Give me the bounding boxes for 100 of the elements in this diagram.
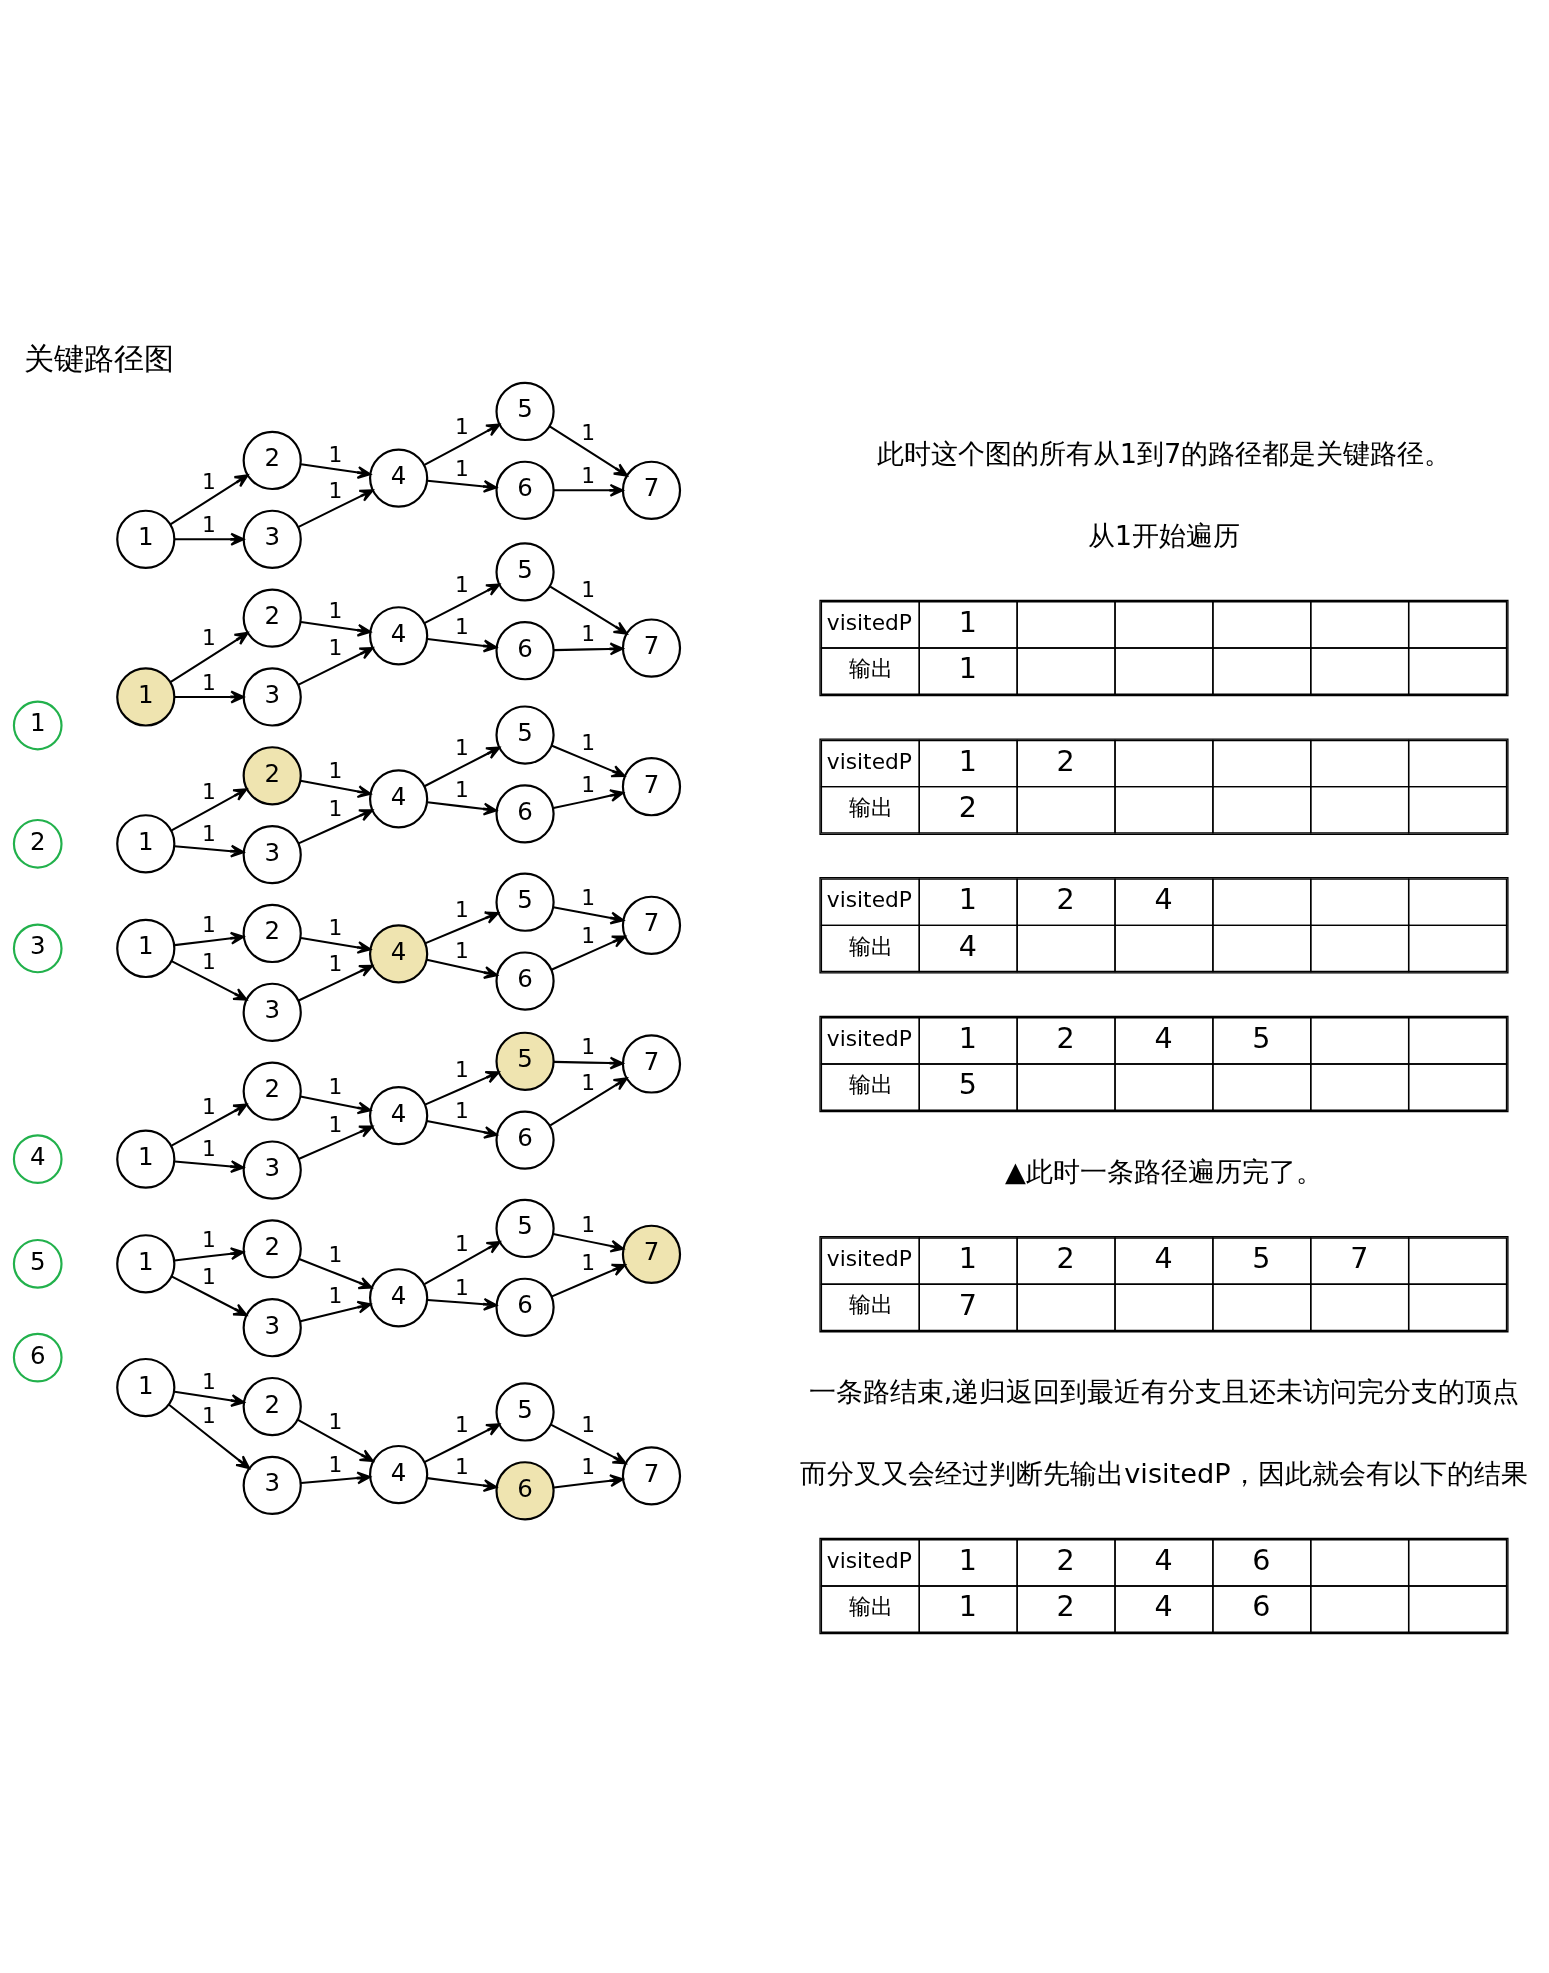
label: 输出	[848, 794, 893, 820]
edge-label: 1	[202, 669, 216, 695]
edge-label: 1	[581, 419, 596, 445]
edge-label: 1	[581, 620, 596, 646]
edge-label: 1	[581, 1250, 596, 1276]
label: 2	[1056, 1590, 1075, 1624]
label: 2	[1056, 1022, 1075, 1056]
edge-label: 1	[202, 1136, 216, 1162]
edge-label: 1	[202, 1402, 216, 1428]
edge-label: 1	[454, 735, 469, 761]
label: ▲此时一条路径遍历完了。	[1005, 1155, 1323, 1187]
label: 1	[958, 744, 977, 778]
label: 5	[958, 1068, 977, 1102]
edge-label: 1	[328, 758, 343, 784]
label: 5	[1252, 1242, 1271, 1276]
label: 4	[1154, 883, 1173, 917]
label: 4	[1154, 1242, 1173, 1276]
edge-label: 1	[581, 1212, 596, 1238]
label: 输出	[848, 656, 893, 682]
label: visitedP	[826, 1246, 912, 1272]
edge-label: 1	[581, 922, 596, 948]
label: 1	[958, 1242, 977, 1276]
edge-label: 1	[581, 729, 596, 755]
edge-label: 1	[328, 478, 343, 504]
edge-label: 1	[328, 1409, 343, 1435]
edge-label: 1	[202, 1263, 216, 1289]
label: 输出	[848, 1072, 893, 1098]
edge-label: 1	[202, 911, 216, 937]
edge-label: 1	[328, 914, 343, 940]
label: 2	[1056, 744, 1075, 778]
label: 2	[1056, 1544, 1075, 1578]
label: 6	[1252, 1590, 1271, 1624]
label: visitedP	[826, 887, 912, 913]
label: 4	[1154, 1590, 1173, 1624]
edge-label: 1	[202, 1227, 216, 1253]
edge-label: 1	[328, 1242, 343, 1268]
label: 4	[958, 929, 977, 963]
edge-label: 1	[328, 796, 343, 822]
label: 2	[1056, 1242, 1075, 1276]
label: 1	[958, 652, 977, 686]
label: 7	[1350, 1242, 1369, 1276]
label: 1	[958, 883, 977, 917]
label: 6	[1252, 1544, 1271, 1578]
label: visitedP	[826, 1026, 912, 1052]
edge-label: 1	[454, 572, 469, 598]
edge-label: 1	[454, 1057, 469, 1083]
edge-label: 1	[454, 1454, 469, 1480]
label: 从1开始遍历	[1087, 519, 1241, 551]
label: 4	[1154, 1544, 1173, 1578]
label: 输出	[848, 1594, 893, 1620]
edge-label: 1	[202, 820, 216, 846]
label: 2	[1056, 883, 1075, 917]
edge-label: 1	[454, 1412, 469, 1438]
edge-label: 1	[328, 441, 343, 467]
edge-label: 1	[202, 625, 216, 651]
label: 一条路结束,递归返回到最近有分支且还未访问完分支的顶点	[808, 1376, 1520, 1408]
edge-label: 1	[581, 463, 596, 489]
edge-label: 1	[581, 1412, 596, 1438]
edge-label: 1	[328, 597, 343, 623]
label: visitedP	[826, 610, 912, 636]
edge-label: 1	[328, 1282, 343, 1308]
label: 1	[958, 1544, 977, 1578]
label: 此时这个图的所有从1到7的路径都是关键路径。	[876, 438, 1452, 470]
label: 1	[958, 1590, 977, 1624]
edge-label: 1	[202, 948, 216, 974]
edge-label: 1	[581, 577, 596, 603]
label: visitedP	[826, 748, 912, 774]
label: 1	[958, 1022, 977, 1056]
edge-label: 1	[454, 1274, 469, 1300]
edge-label: 1	[454, 414, 469, 440]
label: 输出	[848, 933, 893, 959]
label: 输出	[848, 1292, 893, 1318]
edge-label: 1	[581, 1069, 596, 1095]
edge-label: 1	[454, 614, 469, 640]
edge-label: 1	[454, 1231, 469, 1257]
edge-label: 1	[328, 1111, 343, 1137]
edge-label: 1	[328, 951, 343, 977]
edge-label: 1	[454, 937, 469, 963]
edge-label: 1	[454, 456, 469, 482]
edge-label: 1	[202, 778, 216, 804]
edge-label: 1	[328, 634, 343, 660]
edge-label: 1	[202, 468, 216, 494]
edge-label: 1	[202, 1094, 216, 1120]
edge-label: 1	[202, 512, 216, 538]
edge-label: 1	[328, 1451, 343, 1477]
label: 而分叉又会经过判断先输出visitedP，因此就会有以下的结果	[800, 1457, 1528, 1489]
label: 1	[958, 606, 977, 640]
edge-label: 1	[454, 777, 469, 803]
label: 4	[1154, 1022, 1173, 1056]
edge-label: 1	[581, 884, 596, 910]
edge-label: 1	[328, 1073, 343, 1099]
diagram-title: 关键路径图	[23, 340, 174, 376]
label: visitedP	[826, 1548, 912, 1574]
edge-label: 1	[202, 1368, 216, 1394]
label: 2	[958, 790, 977, 824]
label: 7	[958, 1288, 977, 1322]
edge-label: 1	[581, 771, 596, 797]
edge-label: 1	[581, 1454, 596, 1480]
edge-label: 1	[454, 896, 469, 922]
edge-label: 1	[454, 1098, 469, 1124]
